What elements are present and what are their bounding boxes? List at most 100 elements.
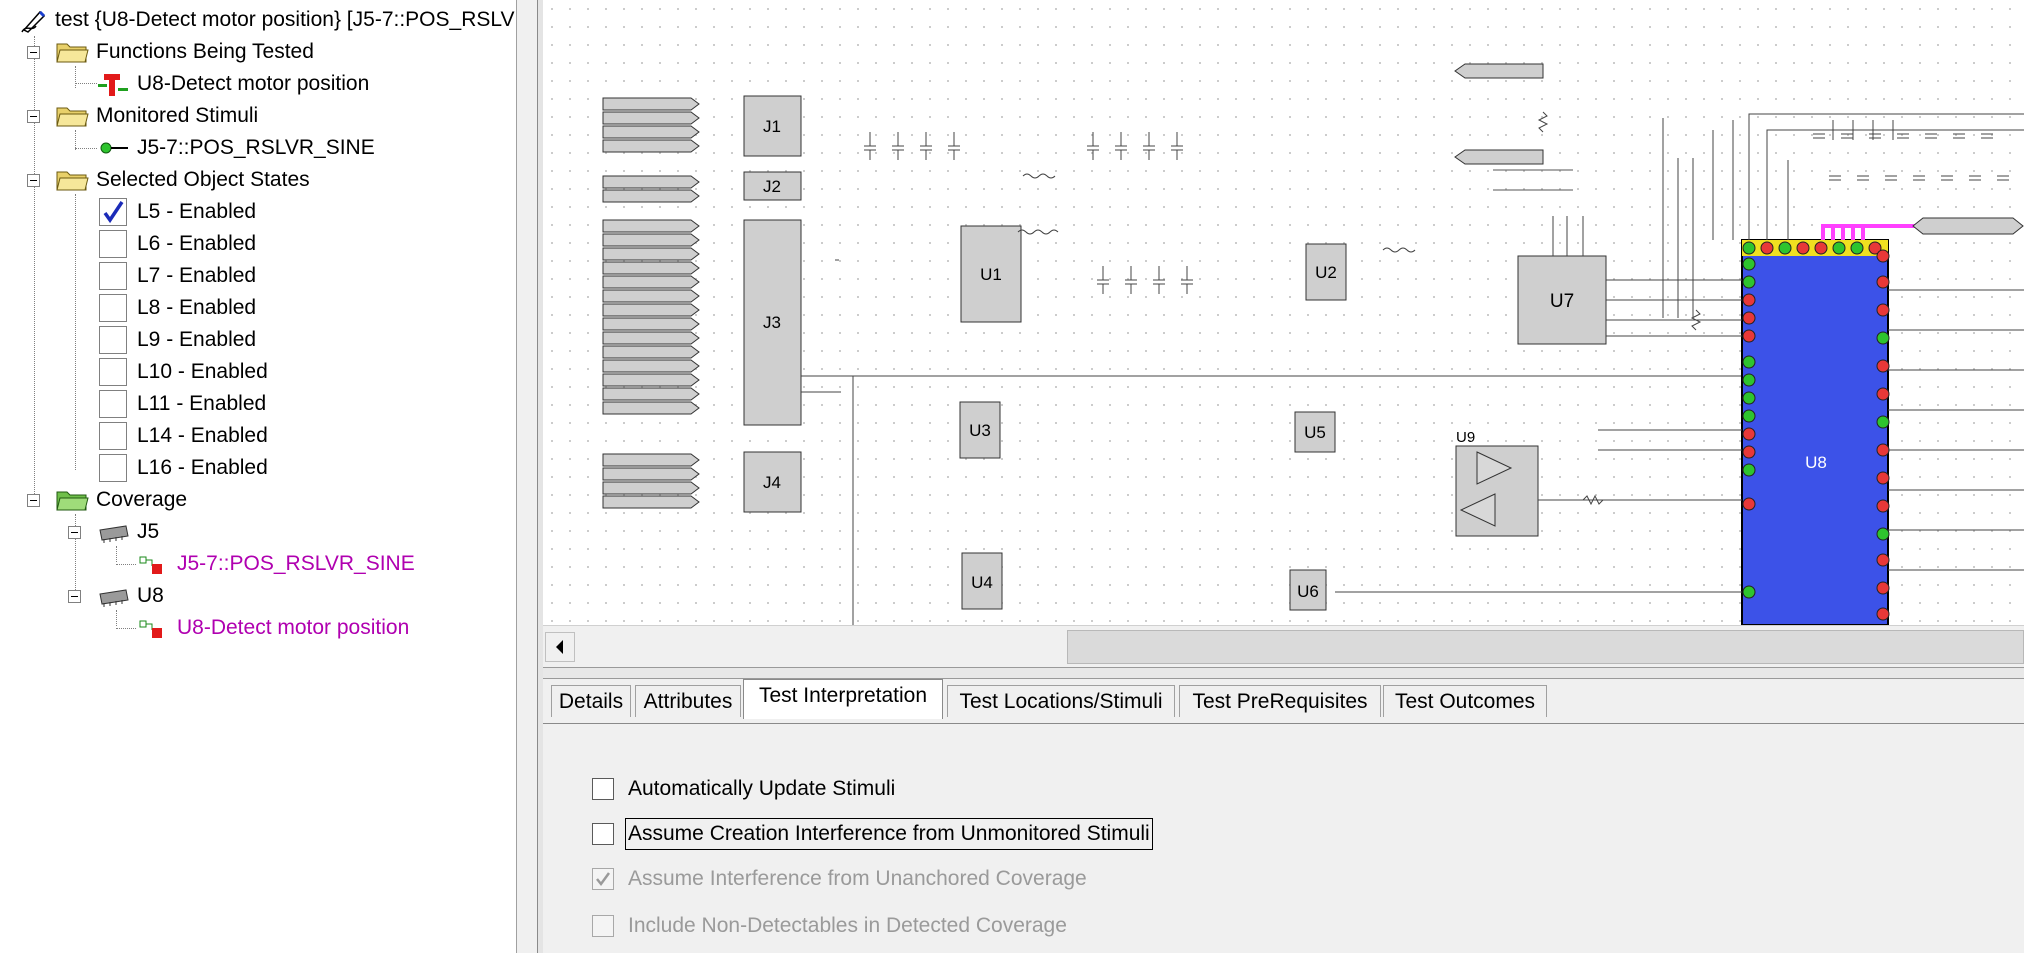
state-checkbox[interactable] xyxy=(99,358,127,386)
horizontal-scrollbar[interactable] xyxy=(543,625,2024,667)
state-checkbox[interactable] xyxy=(99,390,127,418)
option-checkbox[interactable] xyxy=(592,778,614,800)
state-checkbox[interactable] xyxy=(99,262,127,290)
collapse-toggle-icon[interactable] xyxy=(68,590,81,603)
state-label: L10 - Enabled xyxy=(137,360,268,383)
horizontal-splitter[interactable] xyxy=(543,667,2024,679)
coverage-component-label: J5 xyxy=(137,520,160,543)
connector-j2[interactable] xyxy=(743,171,802,201)
function-test-icon xyxy=(98,74,128,96)
properties-panel: Details Attributes Test Interpretation T… xyxy=(543,679,2024,953)
label-u4: U4 xyxy=(971,573,993,592)
test-tree-panel[interactable]: test {U8-Detect motor position} [J5-7::P… xyxy=(0,0,516,953)
schematic-drawing[interactable]: J1 J2 J3 J4 U1 U2 U3 U4 U5 U6 U7 U8 U9 xyxy=(543,0,2024,625)
tab-test-prerequisites[interactable]: Test PreRequisites xyxy=(1179,685,1381,717)
state-label: L6 - Enabled xyxy=(137,232,257,255)
scroll-thumb[interactable] xyxy=(1067,630,2024,664)
connector-arrows xyxy=(602,97,700,509)
chip-icon xyxy=(99,525,129,543)
coverage-link-icon xyxy=(139,556,162,574)
option-checkbox xyxy=(592,915,614,937)
passive-components xyxy=(864,111,2009,506)
ic-u9[interactable] xyxy=(1455,445,1539,537)
tree-guide xyxy=(116,628,136,629)
schematic-canvas[interactable]: J1 J2 J3 J4 U1 U2 U3 U4 U5 U6 U7 U8 U9 xyxy=(543,0,2024,625)
signal-tags xyxy=(1454,63,1544,165)
ic-u8-highlighted[interactable] xyxy=(1741,239,1889,625)
tree-guide xyxy=(75,514,76,594)
arrow-left-icon xyxy=(556,640,563,654)
coverage-folder-icon xyxy=(56,491,89,511)
folder-open-icon xyxy=(56,107,89,127)
tree-guide xyxy=(116,546,117,562)
tree-group-label: Functions Being Tested xyxy=(96,40,314,63)
tab-test-locations-stimuli[interactable]: Test Locations/Stimuli xyxy=(947,685,1175,717)
stimulus-probe-icon xyxy=(100,142,128,154)
tab-attributes[interactable]: Attributes xyxy=(635,685,741,717)
scroll-left-button[interactable] xyxy=(545,632,575,662)
option-label: Include Non-Detectables in Detected Cove… xyxy=(628,914,1067,937)
state-label: L8 - Enabled xyxy=(137,296,257,319)
state-label: L11 - Enabled xyxy=(137,392,267,415)
state-label: L14 - Enabled xyxy=(137,424,268,447)
tab-test-interpretation[interactable]: Test Interpretation xyxy=(743,679,943,719)
label-u2: U2 xyxy=(1315,263,1337,282)
option-label: Automatically Update Stimuli xyxy=(628,777,896,800)
coverage-link-icon xyxy=(139,620,162,638)
state-checkbox[interactable] xyxy=(99,422,127,450)
state-checkbox[interactable] xyxy=(99,198,127,226)
ic-u1[interactable] xyxy=(960,225,1022,323)
tree-group-label: Coverage xyxy=(96,488,188,511)
ic-u2[interactable] xyxy=(1305,243,1347,301)
vertical-splitter[interactable] xyxy=(516,0,543,953)
collapse-toggle-icon[interactable] xyxy=(27,110,40,123)
collapse-toggle-icon[interactable] xyxy=(27,494,40,507)
state-label: L7 - Enabled xyxy=(137,264,257,287)
tree-group-label: Monitored Stimuli xyxy=(96,104,259,127)
folder-open-icon xyxy=(56,171,89,191)
tab-details[interactable]: Details xyxy=(551,685,631,717)
collapse-toggle-icon[interactable] xyxy=(27,174,40,187)
tab-test-outcomes[interactable]: Test Outcomes xyxy=(1383,685,1547,717)
collapse-toggle-icon[interactable] xyxy=(68,526,81,539)
ic-u7[interactable] xyxy=(1517,255,1607,345)
folder-open-icon xyxy=(56,43,89,63)
option-checkbox[interactable] xyxy=(592,823,614,845)
tree-item-label: U8-Detect motor position xyxy=(137,72,370,95)
edit-test-icon xyxy=(21,10,46,33)
checkmark-icon xyxy=(596,872,611,887)
label-u5: U5 xyxy=(1304,423,1326,442)
tree-guide xyxy=(75,83,97,84)
tree-guide xyxy=(116,564,136,565)
tree-guide xyxy=(75,148,97,149)
ic-u6[interactable] xyxy=(1289,569,1327,611)
ic-u3[interactable] xyxy=(959,401,1001,459)
state-checkbox[interactable] xyxy=(99,230,127,258)
tree-guide xyxy=(75,66,76,88)
label-j1: J1 xyxy=(763,117,781,136)
chip-icon xyxy=(99,589,129,607)
label-u7: U7 xyxy=(1550,291,1574,312)
state-label: L9 - Enabled xyxy=(137,328,257,351)
state-label: L16 - Enabled xyxy=(137,456,268,479)
tree-group-label: Selected Object States xyxy=(96,168,310,191)
coverage-item-label: U8-Detect motor position xyxy=(177,616,410,639)
label-u9: U9 xyxy=(1456,429,1475,446)
tree-guide xyxy=(34,36,35,500)
checkmark-icon xyxy=(103,201,124,224)
tab-divider xyxy=(543,723,2024,724)
ic-u4[interactable] xyxy=(961,552,1003,610)
state-checkbox[interactable] xyxy=(99,294,127,322)
state-checkbox[interactable] xyxy=(99,454,127,482)
option-checkbox xyxy=(592,868,614,890)
connector-j3[interactable] xyxy=(743,219,802,426)
collapse-toggle-icon[interactable] xyxy=(27,46,40,59)
ic-u5[interactable] xyxy=(1294,411,1336,453)
connector-j4[interactable] xyxy=(743,451,802,513)
state-checkbox[interactable] xyxy=(99,326,127,354)
label-u8: U8 xyxy=(1805,453,1827,472)
tree-guide xyxy=(116,610,117,626)
connector-j1[interactable] xyxy=(743,95,802,157)
label-u1: U1 xyxy=(980,265,1002,284)
option-label: Assume Interference from Unanchored Cove… xyxy=(628,867,1087,890)
